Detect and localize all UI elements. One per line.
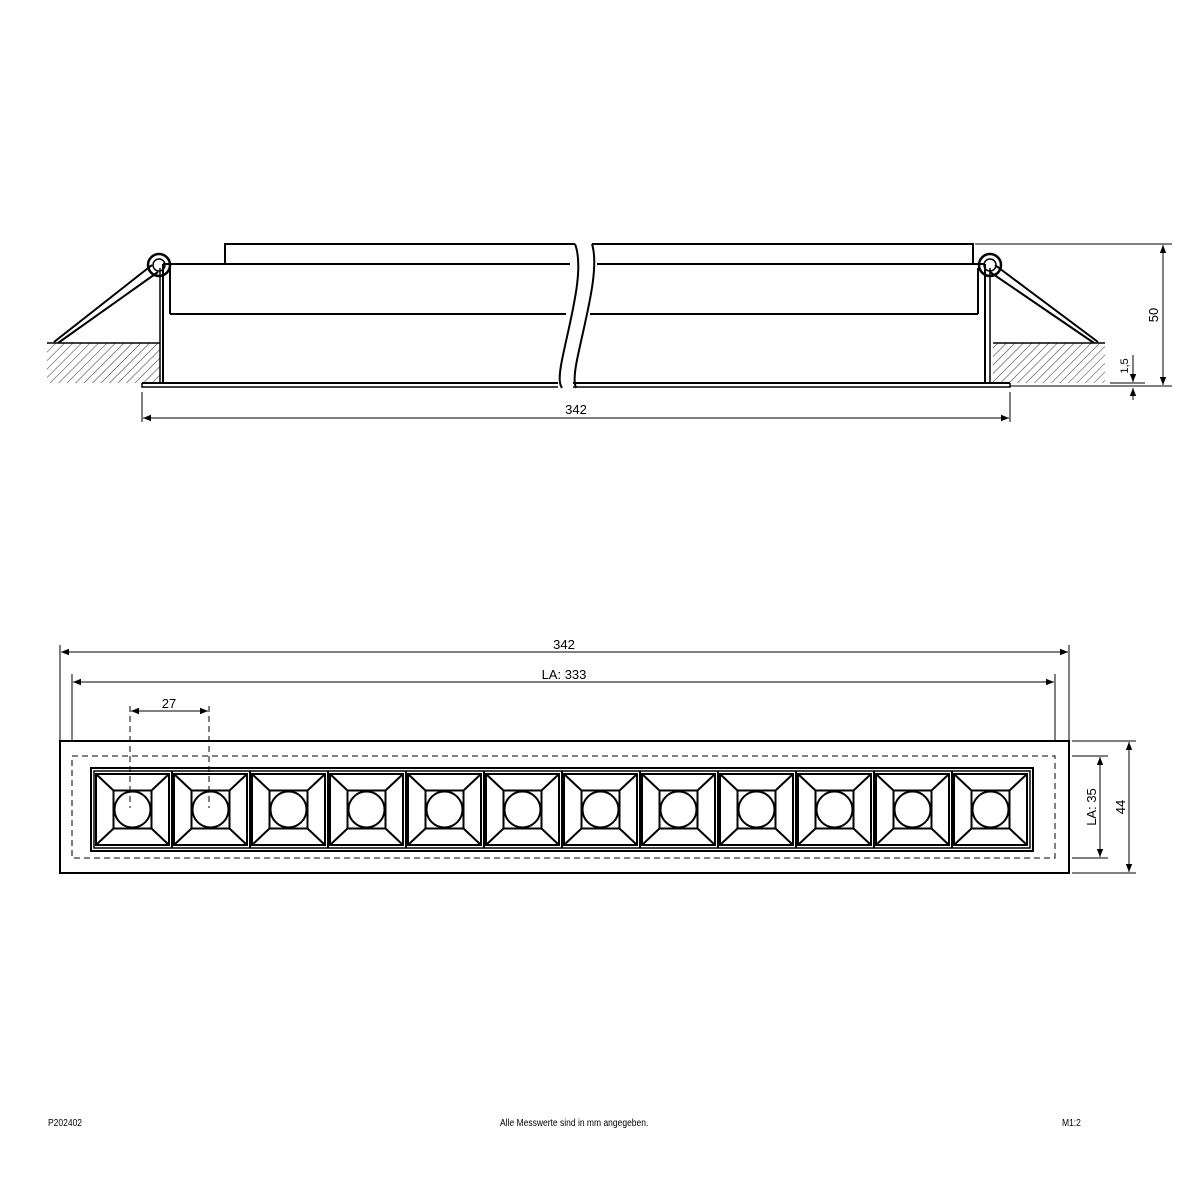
spring-right [989,264,1099,344]
measurement-note: Alle Messwerte sind in mm angegeben. [500,1118,649,1129]
article-number: P202402 [48,1118,83,1129]
led-lens-icon [893,790,932,829]
led-lens-icon [737,790,776,829]
led-lens-icon [971,790,1010,829]
side-view [47,243,1172,422]
led-strip-outer [90,767,1034,852]
ceiling-left-hatch [47,343,160,383]
cutout-outline [71,755,1056,859]
ceiling-right-hatch [993,343,1105,383]
top-cutout-height-dim-label: LA: 35 [1084,788,1099,826]
led-lens-icon [659,790,698,829]
spring-left [53,264,159,344]
led-lens-icon [347,790,386,829]
pitch-dim-label: 27 [162,696,176,711]
led-lens-icon [581,790,620,829]
spring-right-hinge [977,252,1003,278]
side-flange-dim-label: 1,5 [1119,358,1131,373]
top-overall-height-dim-label: 44 [1113,800,1128,814]
led-lens-icon [815,790,854,829]
outer-frame [59,740,1070,874]
top-view [59,645,1136,874]
led-lens-icon [503,790,542,829]
spring-left-hinge [146,252,172,278]
led-lens-icon [425,790,464,829]
top-overall-width-dim-label: 342 [553,637,575,652]
scale-label: M1:2 [1062,1118,1081,1129]
top-cutout-width-dim-label: LA: 333 [542,667,587,682]
led-lens-icon [191,790,230,829]
led-lens-icon [269,790,308,829]
side-height-dim-label: 50 [1146,308,1161,322]
led-lens-icon [113,790,152,829]
led-cells [95,771,1028,848]
side-width-dim-label: 342 [565,402,587,417]
